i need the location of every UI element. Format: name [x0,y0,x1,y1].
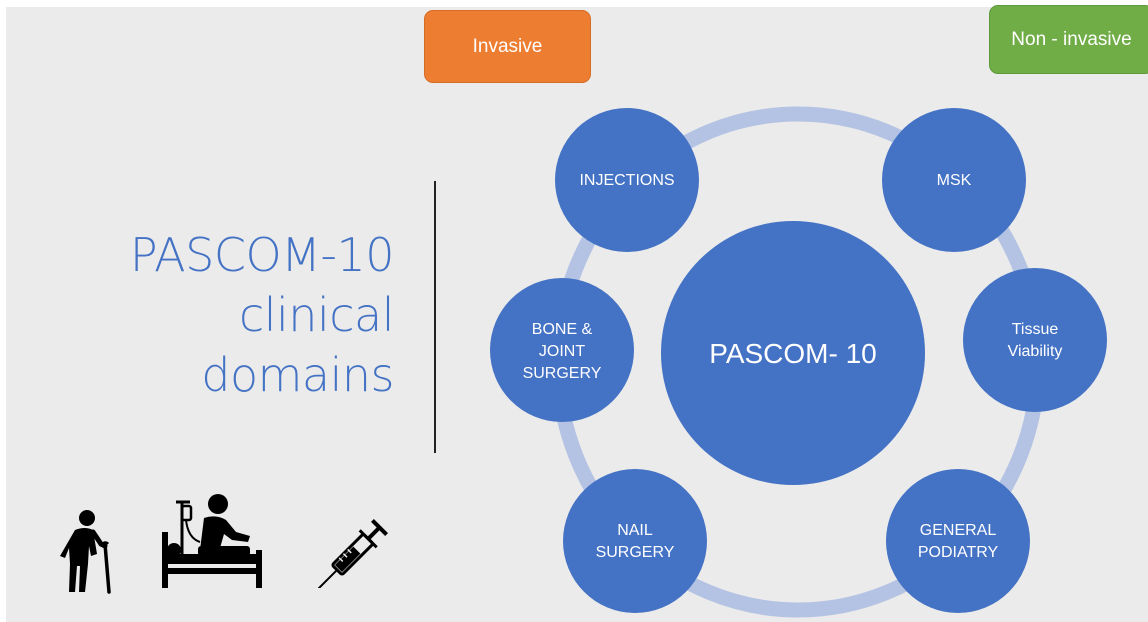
node-injections: INJECTIONS [555,108,699,252]
elderly-person-icon [60,510,111,594]
syringe-icon [318,519,388,588]
node-bone-label-1: BONE & [532,321,593,338]
node-bone-label-3: SURGERY [523,365,602,382]
title-line-1: PASCOM-10 [129,228,395,282]
node-msk: MSK [882,108,1026,252]
invasive-label: Invasive [472,35,543,57]
node-general-podiatry: GENERAL PODIATRY [886,469,1030,613]
node-general-label-2: PODIATRY [918,544,999,561]
node-nail-label-1: NAIL [617,522,653,539]
non-invasive-tag: Non - invasive [989,5,1148,74]
node-bone-joint-surgery: BONE & JOINT SURGERY [490,278,634,422]
node-msk-label: MSK [937,172,972,189]
node-tissue-label-1: Tissue [1012,321,1059,338]
non-invasive-label: Non - invasive [1011,28,1132,50]
title-line-3: domains [201,348,394,402]
node-nail-label-2: SURGERY [596,544,675,561]
node-bone-label-2: JOINT [539,343,585,360]
node-injections-label: INJECTIONS [579,172,674,189]
center-node [661,221,925,485]
node-tissue-viability: Tissue Viability [963,268,1107,412]
title-line-2: clinical [238,288,395,342]
node-nail-surgery: NAIL SURGERY [563,469,707,613]
patient-bed-icon [162,494,262,588]
node-general-label-1: GENERAL [920,522,997,539]
center-node-label: PASCOM- 10 [709,338,877,369]
invasive-tag: Invasive [424,10,591,83]
page-title: PASCOM-10 clinical domains [129,225,395,405]
vertical-divider [434,181,436,453]
node-tissue-label-2: Viability [1008,343,1063,360]
